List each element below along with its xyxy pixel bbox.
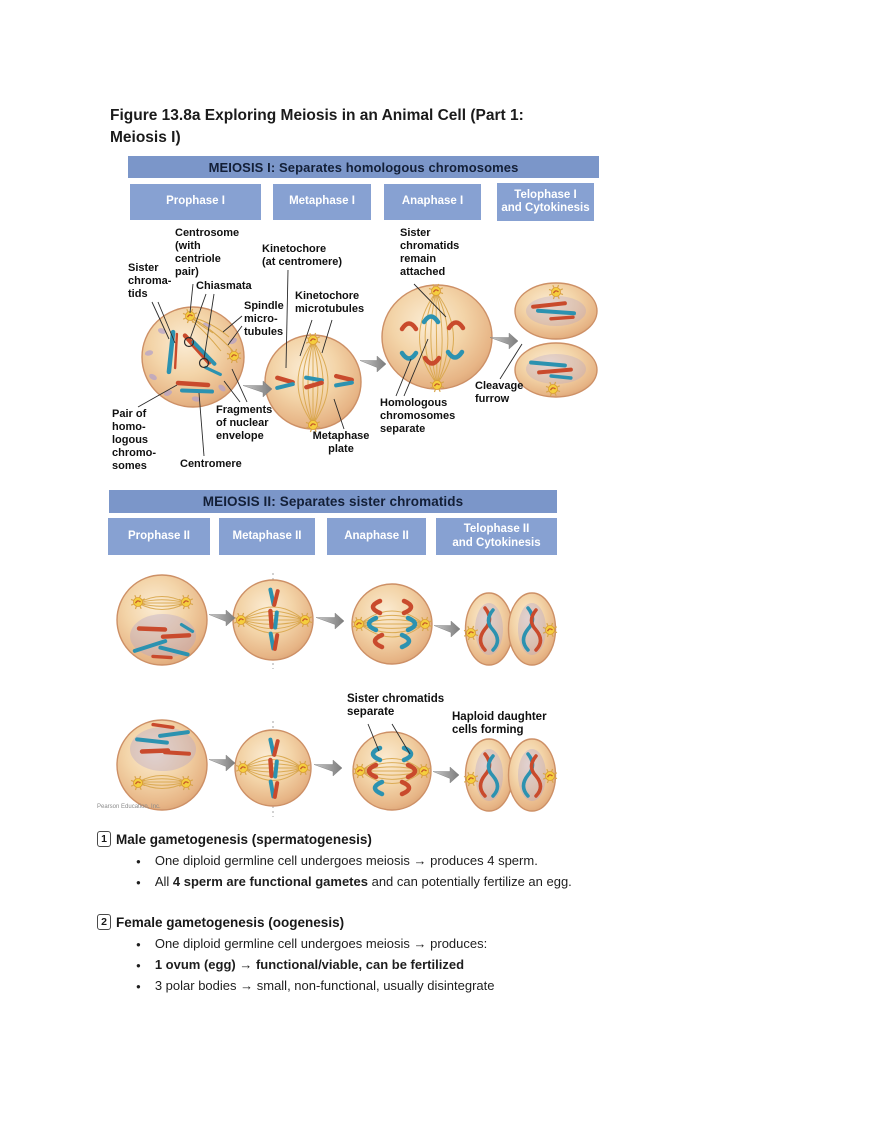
bullet-item: 1 ovum (egg) → functional/viable, can be…: [136, 957, 464, 972]
label-sister-chromatids: Sister chroma- tids: [128, 262, 172, 300]
note-2-heading: 2 Female gametogenesis (oogenesis): [97, 914, 344, 930]
phase-box-prophase-2: Prophase II: [108, 518, 210, 555]
phase-box-telophase-1: Telophase I and Cytokinesis: [497, 183, 594, 221]
label-kinetochore-microtubules: Kinetochore microtubules: [295, 290, 365, 315]
phase-box-anaphase-1: Anaphase I: [384, 184, 481, 220]
phase-box-anaphase-2: Anaphase II: [327, 518, 426, 555]
label-homologous-separate: Homologous chromosomes separate: [380, 397, 456, 435]
bullet-item: One diploid germline cell undergoes meio…: [136, 936, 487, 951]
note-1-heading: 1 Male gametogenesis (spermatogenesis): [97, 831, 372, 847]
phase-box-prophase-1: Prophase I: [130, 184, 261, 220]
phase-box-metaphase-2: Metaphase II: [219, 518, 315, 555]
label-cleavage-furrow: Cleavage furrow: [475, 380, 524, 405]
label-chiasmata: Chiasmata: [196, 280, 252, 292]
meiosis2-banner: MEIOSIS II: Separates sister chromatids: [109, 490, 557, 513]
bullet-item: One diploid germline cell undergoes meio…: [136, 853, 538, 868]
phase-box-metaphase-1: Metaphase I: [273, 184, 371, 220]
note-number-badge: 1: [97, 831, 111, 847]
label-metaphase-plate: Metaphase plate: [312, 430, 370, 455]
label-pair-homologous: Pair of homo- logous chromo- somes: [112, 408, 156, 472]
label-kinetochore-centromere: Kinetochore (at centromere): [262, 243, 343, 268]
meiosis1-banner: MEIOSIS I: Separates homologous chromoso…: [128, 156, 599, 178]
bullet-item: 3 polar bodies → small, non-functional, …: [136, 978, 495, 993]
label-centromere: Centromere: [180, 458, 242, 470]
figure-credit: Pearson Education, Inc.: [97, 804, 161, 810]
label-sister-chromatids-separate: Sister chromatids separate: [347, 693, 445, 718]
note-heading-text: Male gametogenesis (spermatogenesis): [116, 831, 372, 847]
note-number-badge: 2: [97, 914, 111, 930]
note-heading-text: Female gametogenesis (oogenesis): [116, 914, 345, 930]
label-centrosome: Centrosome (with centriole pair): [175, 227, 240, 278]
label-sister-chromatids-remain: Sister chromatids remain attached: [400, 227, 460, 278]
label-fragments-nuclear-envelope: Fragments of nuclear envelope: [216, 404, 273, 442]
bullet-item: All 4 sperm are functional gametes and c…: [136, 874, 572, 889]
page-title: Figure 13.8a Exploring Meiosis in an Ani…: [110, 107, 524, 146]
label-haploid-daughter-cells: Haploid daughter cells forming: [452, 711, 547, 736]
label-spindle-microtubules: Spindle micro- tubules: [244, 300, 284, 338]
phase-box-telophase-2: Telophase II and Cytokinesis: [436, 518, 557, 555]
